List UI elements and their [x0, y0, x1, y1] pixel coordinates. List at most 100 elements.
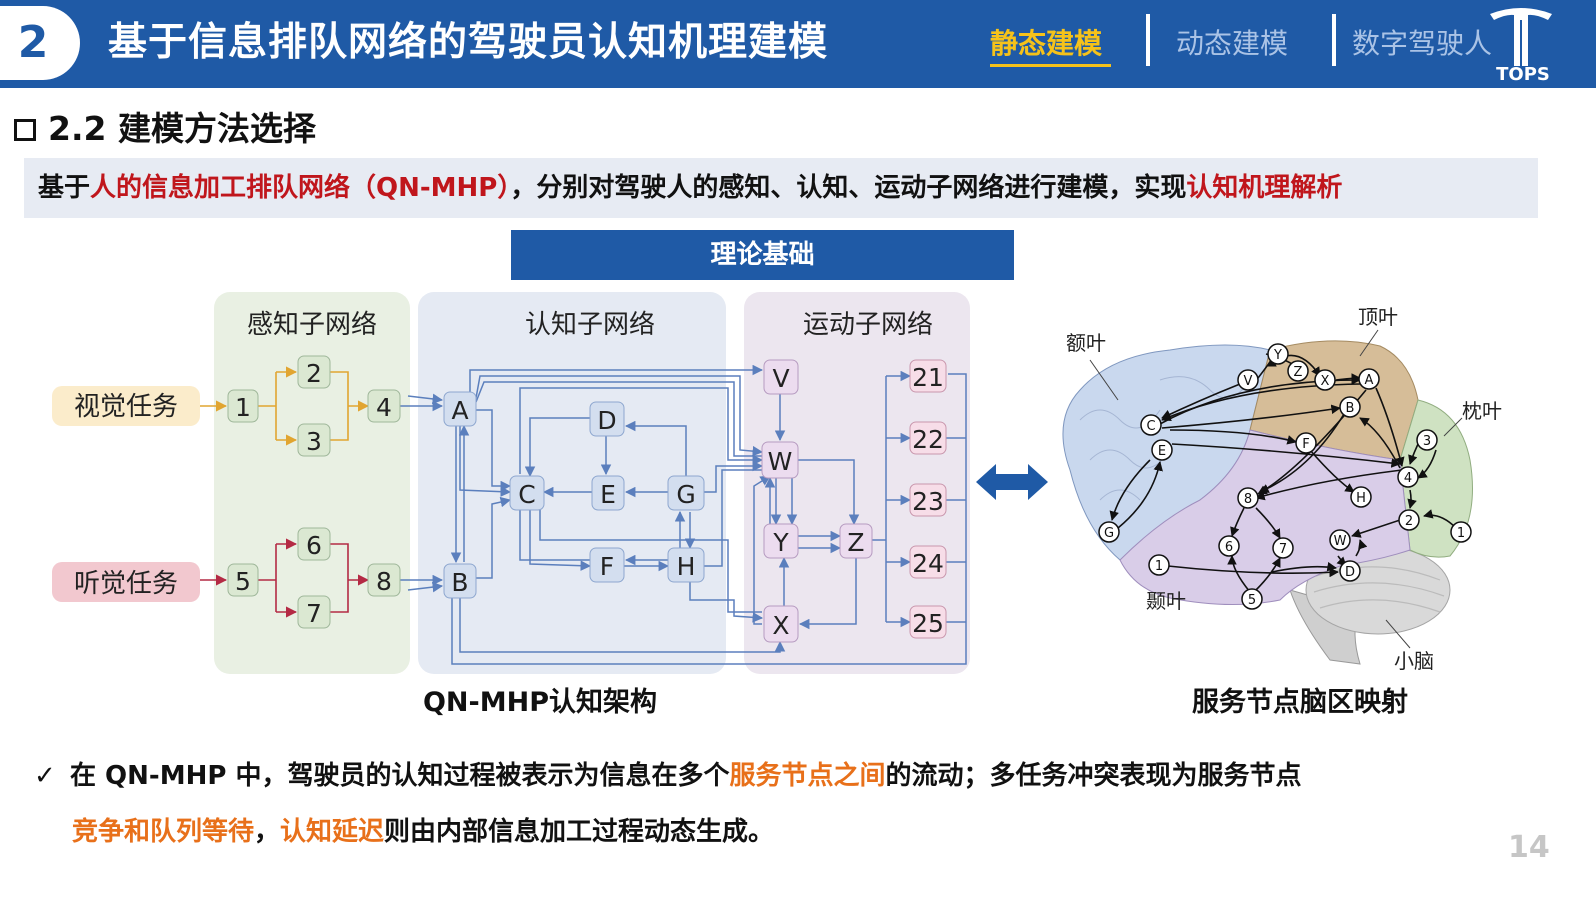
brain-node-label: 5: [1248, 593, 1256, 608]
tab-digital-driver[interactable]: 数字驾驶人: [1352, 27, 1493, 60]
cognition-node: [591, 475, 625, 511]
conclusion-text: ✓在 QN-MHP 中，驾驶员的认知过程被表示为信息在多个服务节点之间的流动；多…: [34, 748, 1514, 860]
cognition-title: 认知子网络: [525, 310, 655, 340]
slide-title: 基于信息排队网络的驾驶员认知机理建模: [108, 20, 829, 65]
motor-node: [761, 441, 799, 479]
perception-node-label: 8: [376, 567, 392, 596]
occipital-lobe-label: 枕叶: [1462, 399, 1502, 423]
section-title: 2.2 建模方法选择: [14, 104, 316, 154]
bullet-line-1: ✓在 QN-MHP 中，驾驶员的认知过程被表示为信息在多个服务节点之间的流动；多…: [34, 748, 1514, 804]
output-node: [909, 545, 947, 579]
brain-node: [1358, 368, 1380, 390]
motor-node-label: V: [772, 364, 789, 393]
perception-node: [297, 595, 331, 629]
output-node: [909, 605, 947, 639]
auditory-task-box: [52, 562, 200, 602]
brain-node-label: 1: [1155, 559, 1163, 574]
cognition-node: [443, 391, 477, 427]
cognition-node-label: G: [676, 480, 695, 509]
brain-node: [1450, 521, 1472, 543]
brain-node: [1295, 432, 1317, 454]
brain-node: [1151, 439, 1173, 461]
summary-banner: 基于人的信息加工排队网络（QN-MHP），分别对驾驶人的感知、认知、运动子网络进…: [24, 158, 1538, 218]
output-node: [909, 483, 947, 517]
perception-node-label: 5: [235, 567, 251, 596]
tab-static-modeling[interactable]: 静态建模: [990, 27, 1103, 60]
brain-node-label: 1: [1457, 526, 1465, 541]
header-bar: 2 基于信息排队网络的驾驶员认知机理建模 静态建模 动态建模 数字驾驶人 TOP…: [0, 0, 1596, 88]
motor-title: 运动子网络: [803, 310, 933, 340]
brain-node: [1314, 369, 1336, 391]
brain-node-label: X: [1321, 374, 1330, 389]
brain-node-label: E: [1158, 444, 1166, 459]
brain-node-label: V: [1244, 374, 1253, 389]
parietal-lobe-label: 顶叶: [1358, 305, 1398, 329]
cognition-node: [589, 401, 625, 437]
cognition-node: [667, 475, 705, 511]
brain-node: [1329, 529, 1351, 551]
cognition-node: [667, 547, 705, 583]
perception-node: [297, 355, 331, 389]
brain-mapping-caption: 服务节点脑区映射: [1192, 687, 1408, 718]
visual-task-label: 视觉任务: [74, 392, 178, 422]
qn-mhp-diagram: 感知子网络 认知子网络 运动子网络 视觉任务 听觉任务: [52, 292, 970, 674]
perception-node-label: 2: [306, 359, 322, 388]
cognition-node-label: A: [451, 396, 468, 425]
logo-text: TOPS: [1496, 64, 1550, 85]
output-node-label: 25: [912, 609, 944, 638]
cognition-node-label: B: [451, 568, 468, 597]
brain-node: [1397, 466, 1419, 488]
tab-separator: [1332, 14, 1336, 66]
cognition-node-label: C: [518, 480, 535, 509]
section-number: 2: [17, 17, 49, 68]
brain-node-label: 4: [1404, 471, 1412, 486]
bullet-line-2: 竞争和队列等待，认知延迟则由内部信息加工过程动态生成。: [72, 817, 775, 847]
tab-dynamic-modeling[interactable]: 动态建模: [1176, 27, 1289, 60]
brain-node-label: D: [1345, 565, 1355, 580]
perception-node: [227, 389, 259, 423]
cognition-node-label: H: [677, 552, 696, 581]
theory-basis-label: 理论基础: [511, 230, 1014, 280]
cognition-node: [589, 547, 625, 583]
brain-node: [1237, 369, 1259, 391]
tab-separator: [1146, 14, 1150, 66]
double-arrow-icon: [976, 464, 1048, 500]
brain-node: [1098, 521, 1120, 543]
brain-node-label: W: [1334, 534, 1347, 549]
cognition-node-label: F: [600, 552, 614, 581]
brain-node-label: 7: [1279, 542, 1287, 557]
perception-node: [367, 563, 401, 597]
cognition-node: [509, 475, 545, 511]
perception-node-label: 7: [306, 599, 322, 628]
perception-node-label: 6: [306, 531, 322, 560]
motor-node: [763, 605, 799, 643]
perception-title: 感知子网络: [247, 310, 377, 340]
brain-node: [1339, 396, 1361, 418]
output-node: [909, 359, 947, 393]
visual-path-arrows: [200, 366, 370, 446]
brain-node: [1287, 360, 1309, 382]
brain-node-label: 8: [1244, 492, 1252, 507]
motor-node: [763, 359, 799, 395]
motor-node-label: Z: [847, 528, 864, 557]
motor-node-label: X: [772, 611, 789, 640]
brain-node: [1218, 535, 1240, 557]
motor-node: [839, 523, 873, 559]
brain-node: [1339, 560, 1361, 582]
perception-node: [227, 563, 259, 597]
cognition-node-label: E: [600, 480, 616, 509]
tops-logo-icon: [1490, 8, 1552, 66]
brain-node: [1237, 487, 1259, 509]
brain-node-label: C: [1146, 419, 1155, 434]
brain-node-label: Y: [1273, 348, 1282, 363]
motor-node-label: Y: [772, 528, 789, 557]
frontal-lobe-label: 额叶: [1066, 331, 1106, 355]
brain-node: [1267, 343, 1289, 365]
brain-node-label: A: [1365, 373, 1374, 388]
perception-node: [297, 423, 331, 457]
check-icon: ✓: [34, 761, 56, 791]
output-node-label: 24: [912, 549, 944, 578]
auditory-task-label: 听觉任务: [74, 569, 178, 599]
summary-text: 基于人的信息加工排队网络（QN-MHP），分别对驾驶人的感知、认知、运动子网络进…: [38, 173, 1343, 203]
cognition-node-label: D: [597, 406, 616, 435]
